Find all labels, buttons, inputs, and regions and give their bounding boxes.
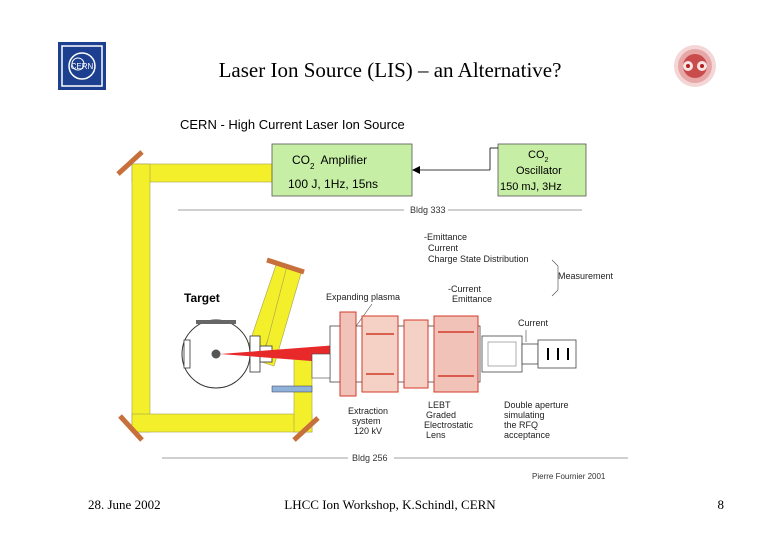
current-label: Current [518, 318, 549, 328]
double-aperture-line-4: acceptance [504, 430, 550, 440]
extraction-line-2: system [352, 416, 381, 426]
double-aperture-line-2: simulating [504, 410, 545, 420]
amplifier-specs: 100 J, 1Hz, 15ns [288, 177, 378, 191]
double-aperture-line-3: the RFQ [504, 420, 538, 430]
current-item-current: -Current [448, 284, 482, 294]
double-aperture-line-1: Double aperture [504, 400, 569, 410]
mirror-top-left [116, 150, 144, 176]
lis-diagram: CERN - High Current Laser Ion Source CO2… [112, 104, 640, 486]
cern-logo-text: CERN [71, 62, 94, 71]
cern-logo: CERN [58, 42, 106, 90]
lis-diagram-svg: CERN - High Current Laser Ion Source CO2… [112, 104, 640, 486]
measurement-item-emittance: -Emittance [424, 232, 467, 242]
measurement-item-current: Current [428, 243, 459, 253]
mirror-focus [266, 257, 305, 275]
lebt-line-3: Electrostatic [424, 420, 474, 430]
footer-date: 28. June 2002 [88, 497, 161, 512]
current-item-emittance: Emittance [452, 294, 492, 304]
lebt-line-1: LEBT [428, 400, 451, 410]
lhc-seal-logo [668, 42, 722, 90]
bldg-256-label: Bldg 256 [352, 453, 388, 463]
oscillator-name: Oscillator [516, 165, 562, 177]
mirrors [116, 150, 320, 442]
mirror-bottom-left [118, 414, 144, 442]
bldg-333-label: Bldg 333 [410, 205, 446, 215]
current-measurement-section [481, 330, 577, 373]
expanding-plasma-label: Expanding plasma [326, 292, 400, 302]
figure-credit: Pierre Fournier 2001 [532, 472, 606, 481]
co2-oscillator-box: CO2 Oscillator 150 mJ, 3Hz [497, 143, 587, 197]
measurement-annotations: -Emittance Current Charge State Distribu… [424, 232, 614, 328]
slide-title: Laser Ion Source (LIS) – an Alternative? [218, 58, 562, 82]
lebt-line-4: Lens [426, 430, 446, 440]
oscillator-specs: 150 mJ, 3Hz [500, 181, 562, 193]
lebt-line-2: Graded [426, 410, 456, 420]
cern-logo-icon: CERN [58, 42, 106, 90]
oscillator-label: CO2 [528, 149, 549, 164]
measurement-label: Measurement [558, 271, 614, 281]
bottom-annotations: Extraction system 120 kV LEBT Graded Ele… [348, 400, 569, 440]
footer-center-text: LHCC Ion Workshop, K.Schindl, CERN [284, 497, 496, 512]
lhc-dipole-seal-icon [674, 45, 716, 87]
page-number: 8 [717, 497, 725, 512]
extraction-lebt-assembly [271, 311, 481, 397]
measurement-item-charge: Charge State Distribution [428, 254, 529, 264]
oscillator-to-amplifier-arrow [412, 147, 498, 174]
mirror-bottom-right [292, 416, 320, 442]
extraction-line-1: Extraction [348, 406, 388, 416]
figure-heading: CERN - High Current Laser Ion Source [180, 117, 405, 132]
target-label: Target [184, 291, 220, 305]
extraction-line-3: 120 kV [354, 426, 382, 436]
